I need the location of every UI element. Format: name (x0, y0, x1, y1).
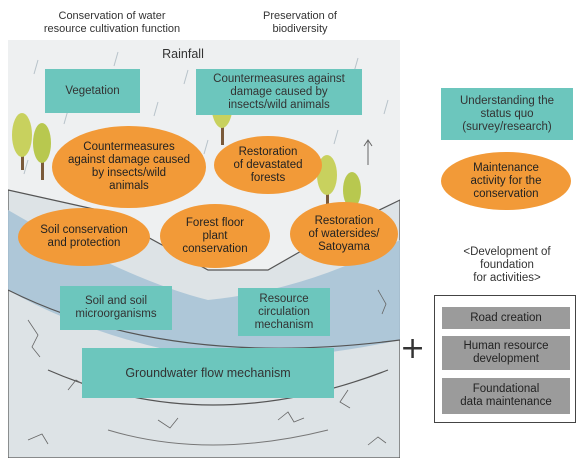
crack-lines (27, 289, 387, 446)
countermeasures-oval: Countermeasures against damage caused by… (52, 126, 206, 208)
soil-conservation-oval: Soil conservation and protection (18, 208, 150, 266)
road-creation-item: Road creation (442, 307, 570, 329)
restoration-forests-oval: Restoration of devastated forests (214, 136, 322, 194)
legend-understanding-box: Understanding the status quo (survey/res… (441, 88, 573, 140)
legend-maintenance-oval: Maintenance activity for the conservatio… (441, 152, 571, 210)
plus-sign: + (400, 331, 426, 366)
foundation-title: <Development of foundation for activitie… (463, 246, 551, 284)
header-biodiversity: Preservation of biodiversity (263, 10, 337, 35)
rain-streaks (23, 51, 389, 175)
vegetation-box: Vegetation (45, 69, 140, 113)
forest-floor-oval: Forest floor plant conservation (160, 204, 270, 268)
soil-microorganisms-box: Soil and soil microorganisms (60, 286, 172, 330)
restoration-watersides-oval: Restoration of watersides/ Satoyama (290, 202, 398, 266)
groundwater-box: Groundwater flow mechanism (82, 348, 334, 398)
human-resource-item: Human resource development (442, 336, 570, 370)
resource-circulation-box: Resource circulation mechanism (238, 288, 330, 336)
foundational-data-item: Foundational data maintenance (442, 378, 570, 414)
rainfall-label: Rainfall (162, 47, 204, 61)
header-water-conservation: Conservation of water resource cultivati… (43, 10, 181, 35)
countermeasures-box: Countermeasures against damage caused by… (196, 69, 362, 115)
